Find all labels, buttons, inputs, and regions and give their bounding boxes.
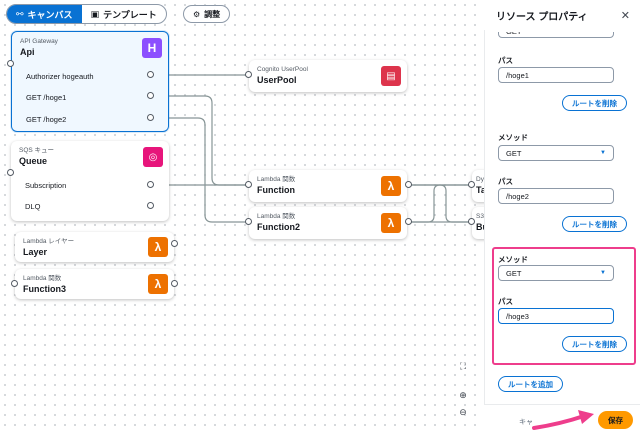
path-label-1: パス [498,56,513,65]
caret-down-icon: ▼ [600,270,606,276]
caret-down-icon: ▼ [600,150,606,156]
method-select-2[interactable]: GET▼ [498,145,614,161]
template-icon: ▣ [90,8,100,19]
canvas-tab[interactable]: ⚯ キャンバス [7,5,82,23]
lambda-icon: λ [148,237,168,257]
method-label-3: メソッド [498,255,528,264]
path-input-3[interactable]: /hoge3 [498,308,614,324]
save-button[interactable]: 保存 [598,411,633,429]
node-queue[interactable]: SQS キュー Queue ◎ Subscription DLQ [11,141,169,221]
node-layer[interactable]: Lambda レイヤー Layer λ [15,232,174,262]
node-dynamodb-partial[interactable]: Dy Ta [472,170,484,202]
function3-input-port[interactable] [11,280,18,287]
hoge2-port[interactable] [147,114,154,121]
adjust-button[interactable]: ⚙ 調整 [183,5,231,23]
zoom-out-icon[interactable]: ⊖ [459,406,467,417]
path-label-2: パス [498,177,513,186]
remove-route-button-3[interactable]: ルートを削除 [562,336,627,352]
fit-view-icon[interactable]: ⛶ [459,360,467,371]
authorizer-port[interactable] [147,71,154,78]
cognito-icon: ▤ [381,66,401,86]
function2-output-port[interactable] [405,218,412,225]
sqs-icon: ◎ [143,147,163,167]
remove-route-button-2[interactable]: ルートを削除 [562,216,627,232]
add-route-button[interactable]: ルートを追加 [498,376,563,392]
path-input-2[interactable]: /hoge2 [498,188,614,204]
route-get-hoge1: GET /hoge1 [26,92,67,102]
node-userpool[interactable]: Cognito UserPool UserPool ▤ [249,60,407,92]
canvas-icon: ⚯ [16,8,24,19]
view-toggle: ⚯ キャンバス ▣ テンプレート [6,4,167,24]
template-tab[interactable]: ▣ テンプレート [90,8,157,20]
footer-hint: キャ [519,419,533,426]
queue-input-port[interactable] [7,169,14,176]
method-label-2: メソッド [498,133,528,142]
zoom-in-icon[interactable]: ⊕ [459,389,467,400]
userpool-input-port[interactable] [245,71,252,78]
s3-input-port[interactable] [468,218,475,225]
node-api[interactable]: API Gateway Api H Authorizer hogeauth GE… [11,31,169,132]
path-label-3: パス [498,297,513,306]
subscription-port[interactable] [147,181,154,188]
edge-function2-right [409,184,470,223]
node-function[interactable]: Lambda 関数 Function λ [249,170,407,202]
route-get-hoge2: GET /hoge2 [26,114,67,124]
function2-input-port[interactable] [245,218,252,225]
function3-output-port[interactable] [171,280,178,287]
close-icon[interactable]: ✕ [620,9,630,22]
function-input-port[interactable] [245,181,252,188]
dlq-port[interactable] [147,202,154,209]
node-function3[interactable]: Lambda 関数 Function3 λ [15,269,174,299]
canvas[interactable]: ⚯ キャンバス ▣ テンプレート ⚙ 調整 API Gateway Api H … [0,0,484,432]
queue-dlq: DLQ [25,201,41,211]
method-select-3[interactable]: GET▼ [498,265,614,281]
api-input-port[interactable] [7,60,14,67]
layer-output-port[interactable] [171,240,178,247]
hoge1-port[interactable] [147,92,154,99]
lambda-icon: λ [148,274,168,294]
queue-subscription: Subscription [25,180,67,190]
api-gateway-icon: H [142,38,162,58]
adjust-icon: ⚙ [193,9,201,19]
remove-route-button-1[interactable]: ルートを削除 [562,95,627,111]
panel-header-cover: リソース プロパティ ✕ [484,0,640,30]
route-authorizer: Authorizer hogeauth [26,71,94,81]
lambda-icon: λ [381,213,401,233]
path-input-1[interactable]: /hoge1 [498,67,614,83]
lambda-icon: λ [381,176,401,196]
function-output-port[interactable] [405,181,412,188]
edge-function-right [409,184,470,223]
node-s3-partial[interactable]: S3 Bu [472,207,484,239]
node-function2[interactable]: Lambda 関数 Function2 λ [249,207,407,239]
dynamodb-input-port[interactable] [468,181,475,188]
